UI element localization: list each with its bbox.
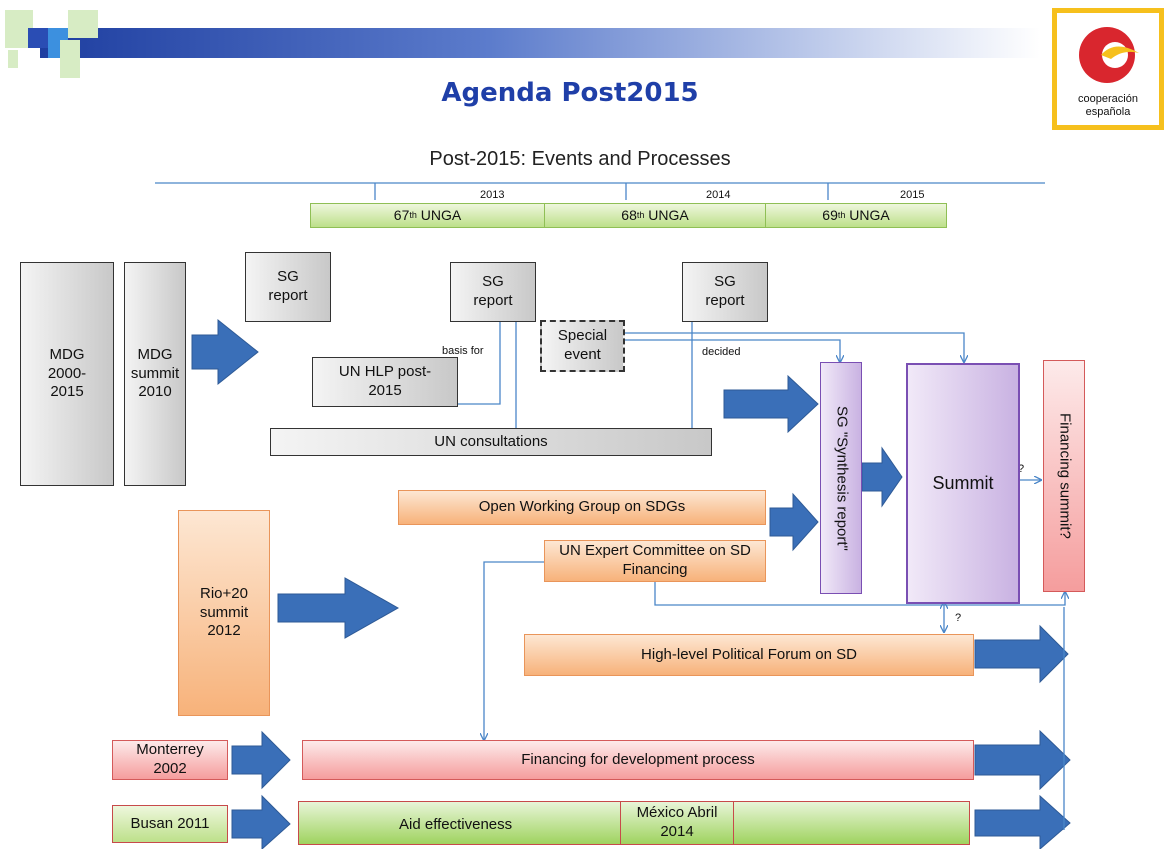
financing-summit-box: Financing summit? <box>1043 360 1085 592</box>
unga-69-num: 69 <box>822 206 838 223</box>
synthesis-report-text: SG "Synthesis report" <box>833 405 851 551</box>
aid-effectiveness-label: Aid effectiveness <box>399 816 513 833</box>
busan-box: Busan 2011 <box>112 805 228 843</box>
unga-67-num: 67 <box>393 206 410 223</box>
rio-box: Rio+20 summit 2012 <box>178 510 270 716</box>
year-label-2014: 2014 <box>706 189 731 201</box>
ffd-box: Financing for development process <box>302 740 974 780</box>
mdg-box: MDG 2000-2015 <box>20 262 114 486</box>
unga-69-sup: th <box>837 209 846 220</box>
special-event-box: Special event <box>540 320 625 372</box>
year-label-2013: 2013 <box>480 189 505 201</box>
synthesis-report-box: SG "Synthesis report" <box>820 362 862 594</box>
logo: cooperación española <box>1052 8 1164 130</box>
header-bar <box>40 28 1040 58</box>
monterrey-box: Monterrey 2002 <box>112 740 228 780</box>
question-mark-2: ? <box>955 612 962 624</box>
decided-label: decided <box>702 346 741 358</box>
unga-68-sup: th <box>636 209 645 220</box>
sg-report-3: SG report <box>682 262 768 322</box>
unga-67-label: UNGA <box>420 206 462 223</box>
mdg-summit-box: MDG summit 2010 <box>124 262 186 486</box>
year-label-2015: 2015 <box>900 189 925 201</box>
expert-committee-box: UN Expert Committee on SD Financing <box>544 540 766 582</box>
cooperacion-logo-icon <box>1079 27 1139 83</box>
timeline-heading: Post-2015: Events and Processes <box>429 148 731 170</box>
hlpf-box: High-level Political Forum on SD <box>524 634 974 676</box>
un-hlp-box: UN HLP post-2015 <box>312 357 458 407</box>
page-title: Agenda Post2015 <box>441 78 699 108</box>
unga-68-num: 68 <box>621 206 637 223</box>
un-consultations-box: UN consultations <box>270 428 712 456</box>
unga-67-sup: th <box>409 209 417 220</box>
logo-text-1: cooperación <box>1078 93 1138 105</box>
sg-report-1: SG report <box>245 252 331 322</box>
summit-box: Summit <box>906 363 1020 604</box>
logo-text-2: española <box>1085 106 1131 118</box>
owg-box: Open Working Group on SDGs <box>398 490 766 525</box>
financing-summit-text: Financing summit? <box>1056 413 1074 539</box>
mexico-box: México Abril 2014 <box>620 801 734 845</box>
question-mark-1: ? <box>1018 463 1025 475</box>
unga-68-label: UNGA <box>648 206 689 223</box>
basis-for-label: basis for <box>442 345 484 357</box>
header-squares <box>0 0 110 80</box>
unga-69-label: UNGA <box>849 206 890 223</box>
sg-report-2: SG report <box>450 262 536 322</box>
